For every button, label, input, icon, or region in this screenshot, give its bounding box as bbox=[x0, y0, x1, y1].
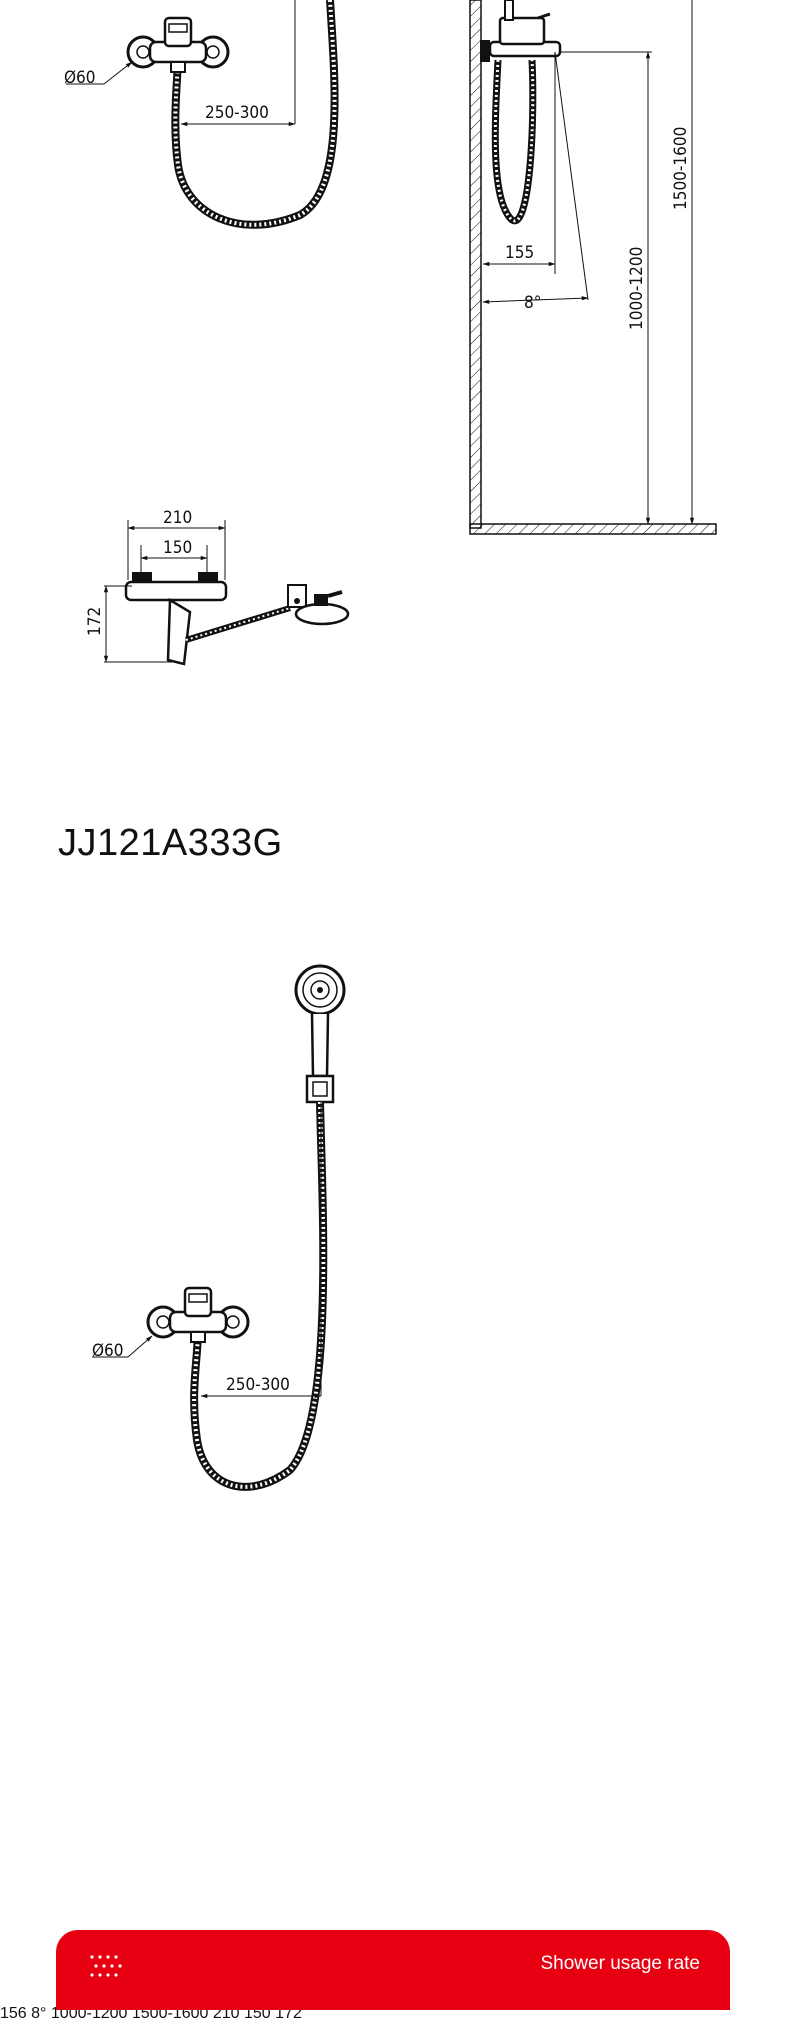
product-a-side-view: 155 8° 1000-1200 1500-1600 bbox=[469, 0, 717, 535]
product-b-front-view: Ø60 250-300 bbox=[92, 964, 346, 1491]
dim-a-height-high: 1500-1600 bbox=[671, 127, 691, 210]
dim-a-diameter: Ø60 bbox=[64, 68, 96, 88]
dim-b-angle: 8° bbox=[31, 2005, 47, 2022]
footer-label: Shower usage rate bbox=[540, 1953, 701, 1974]
dim-a-width-inner: 150 bbox=[163, 538, 192, 558]
footer-banner: Shower usage rate bbox=[56, 1930, 730, 2010]
dim-a-width-outer: 210 bbox=[163, 508, 192, 528]
dim-a-side-offset: 155 bbox=[505, 243, 534, 263]
dim-a-hose-span: 250-300 bbox=[205, 103, 269, 123]
product-a-front-view: Ø60 250-300 bbox=[64, 0, 339, 229]
dim-a-angle: 8° bbox=[524, 293, 541, 313]
dim-a-depth: 172 bbox=[85, 607, 105, 636]
product-a-top-view: 210 150 172 bbox=[85, 508, 350, 666]
model-title: JJ121A333G bbox=[58, 822, 283, 864]
dim-a-height-low: 1000-1200 bbox=[627, 247, 647, 330]
dim-b-diameter: Ø60 bbox=[92, 1341, 124, 1361]
dots-grid-icon bbox=[90, 1955, 122, 1977]
dim-b-side-offset: 156 bbox=[0, 2005, 27, 2022]
dim-b-hose-span: 250-300 bbox=[226, 1375, 290, 1395]
